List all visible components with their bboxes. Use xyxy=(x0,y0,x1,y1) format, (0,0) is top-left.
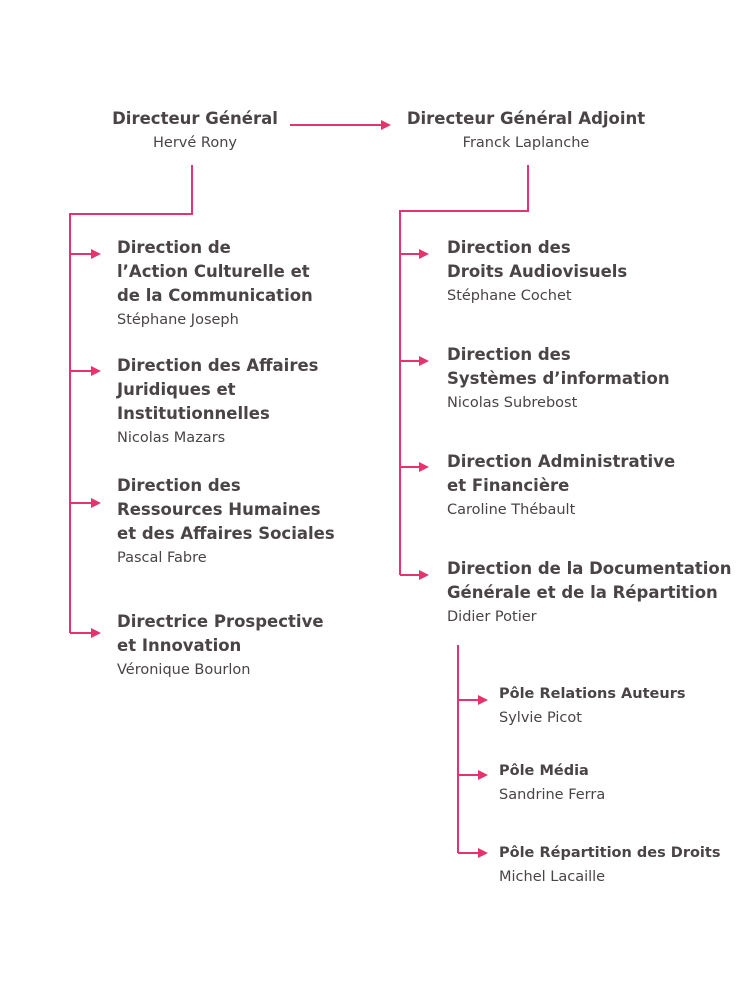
node-title: Direction des Droits Audiovisuels xyxy=(447,238,628,281)
node-direction-droits-audiovisuels: Direction des Droits Audiovisuels Stépha… xyxy=(447,236,743,308)
node-title: Pôle Média xyxy=(499,763,589,779)
node-directeur-general-adjoint: Directeur Général Adjoint Franck Laplanc… xyxy=(395,107,657,155)
node-person: Hervé Rony xyxy=(153,135,237,151)
node-title: Directrice Prospective et Innovation xyxy=(117,612,324,655)
node-title: Directeur Général Adjoint xyxy=(406,109,646,128)
dga-branch-line xyxy=(399,165,529,575)
node-person: Sylvie Picot xyxy=(499,710,582,726)
node-direction-documentation-repartition: Direction de la Documentation Générale e… xyxy=(447,557,747,629)
node-person: Stéphane Cochet xyxy=(447,288,572,304)
node-person: Sandrine Ferra xyxy=(499,787,606,803)
node-direction-ressources-humaines: Direction des Ressources Humaines et des… xyxy=(117,474,377,570)
node-pole-relations-auteurs: Pôle Relations Auteurs Sylvie Picot xyxy=(499,682,744,730)
node-direction-administrative-financiere: Direction Administrative et Financière C… xyxy=(447,450,743,522)
node-person: Franck Laplanche xyxy=(462,135,590,151)
node-title: Direction des Systèmes d’information xyxy=(447,345,670,388)
node-title: Direction des Affaires Juridiques et Ins… xyxy=(117,356,319,423)
node-direction-action-culturelle: Direction de l’Action Culturelle et de l… xyxy=(117,236,377,332)
node-title: Direction des Ressources Humaines et des… xyxy=(117,476,335,543)
node-pole-repartition-droits: Pôle Répartition des Droits Michel Lacai… xyxy=(499,841,744,889)
node-person: Nicolas Mazars xyxy=(117,430,226,446)
node-person: Pascal Fabre xyxy=(117,550,207,566)
dg-branch-line xyxy=(69,165,193,633)
node-person: Stéphane Joseph xyxy=(117,312,239,328)
node-title: Direction de l’Action Culturelle et de l… xyxy=(117,238,313,305)
node-person: Nicolas Subrebost xyxy=(447,395,578,411)
node-pole-media: Pôle Média Sandrine Ferra xyxy=(499,759,744,807)
node-direction-systemes-information: Direction des Systèmes d’information Nic… xyxy=(447,343,743,415)
node-person: Didier Potier xyxy=(447,609,537,625)
node-directeur-general: Directeur Général Hervé Rony xyxy=(92,107,298,155)
node-person: Michel Lacaille xyxy=(499,869,606,885)
node-title: Direction de la Documentation Générale e… xyxy=(447,559,732,602)
node-directrice-prospective: Directrice Prospective et Innovation Vér… xyxy=(117,610,377,682)
node-title: Pôle Répartition des Droits xyxy=(499,845,721,861)
node-person: Véronique Bourlon xyxy=(117,662,251,678)
node-title: Direction Administrative et Financière xyxy=(447,452,676,495)
node-title: Pôle Relations Auteurs xyxy=(499,686,686,702)
node-direction-affaires-juridiques: Direction des Affaires Juridiques et Ins… xyxy=(117,354,377,450)
node-person: Caroline Thébault xyxy=(447,502,576,518)
node-title: Directeur Général xyxy=(112,109,278,128)
